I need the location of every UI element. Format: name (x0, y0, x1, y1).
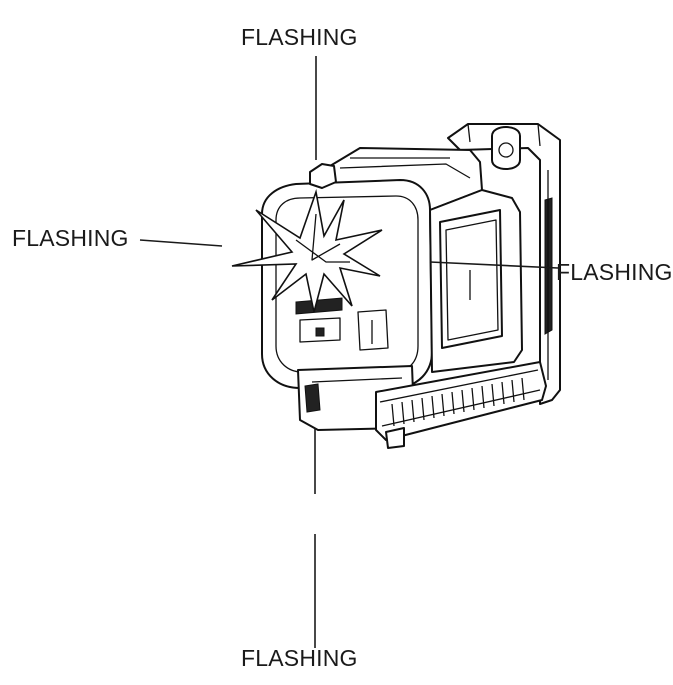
mounting-bracket (447, 123, 561, 405)
device-body (261, 147, 547, 449)
base-ribs (391, 377, 525, 427)
callout-label-top: FLASHING (241, 24, 358, 50)
callout-label-bottom: FLASHING (241, 645, 358, 671)
leader-line-left (139, 239, 223, 247)
callout-label-left: FLASHING (12, 225, 129, 251)
callout-label-right: FLASHING (556, 259, 673, 285)
leader-line-right (429, 261, 559, 269)
flashing-starburst (231, 188, 383, 313)
